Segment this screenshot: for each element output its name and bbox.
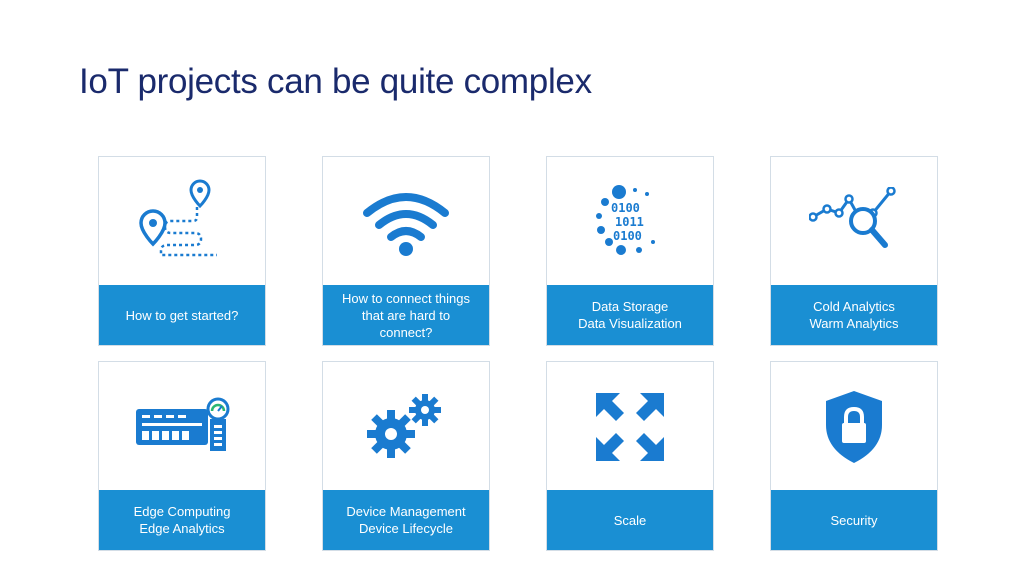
card-icon-area: [771, 157, 937, 287]
binary-row: 1011: [615, 215, 644, 229]
map-route-icon: [139, 179, 217, 257]
card-security: Security: [770, 361, 938, 551]
card-label-line: Edge Computing: [133, 504, 231, 519]
analytics-search-icon: [809, 187, 896, 248]
card-label-line: Device Management: [346, 504, 466, 519]
card-label-line: Device Lifecycle: [359, 521, 453, 536]
card-label-line: Scale: [613, 512, 647, 528]
card-label-line: Edge Analytics: [139, 521, 225, 536]
card-label-line: that are hard to: [361, 307, 451, 323]
scale-arrows-icon: [596, 393, 664, 461]
card-icon-area: [771, 362, 937, 492]
wifi-icon: [363, 193, 449, 256]
card-get-started: How to get started?: [98, 156, 266, 346]
card-label: How to get started?: [99, 285, 265, 345]
card-icon-area: 0100 1011 0100: [547, 157, 713, 287]
shield-lock-icon: [826, 391, 882, 463]
card-label-line: Cold Analytics: [813, 299, 895, 314]
card-analytics: Cold Analytics Warm Analytics: [770, 156, 938, 346]
card-label-line: How to get started?: [125, 307, 239, 323]
card-label: Edge Computing Edge Analytics: [99, 490, 265, 550]
card-label-line: How to connect things: [342, 290, 470, 306]
binary-row: 0100: [613, 229, 642, 243]
card-data-storage: 0100 1011 0100 Data Storage Data Visuali…: [546, 156, 714, 346]
binary-row: 0100: [611, 201, 640, 215]
card-icon-area: [99, 362, 265, 492]
card-label: Security: [771, 490, 937, 550]
card-device-management: Device Management Device Lifecycle: [322, 361, 490, 551]
card-label: How to connect things that are hard to c…: [323, 285, 489, 345]
card-label-line: Warm Analytics: [809, 316, 899, 331]
card-icon-area: [323, 362, 489, 492]
card-label: Data Storage Data Visualization: [547, 285, 713, 345]
card-scale: Scale: [546, 361, 714, 551]
card-label-line: Security: [830, 512, 878, 528]
card-edge-computing: Edge Computing Edge Analytics: [98, 361, 266, 551]
card-label: Cold Analytics Warm Analytics: [771, 285, 937, 345]
card-connect-things: How to connect things that are hard to c…: [322, 156, 490, 346]
card-icon-area: [99, 157, 265, 287]
card-icon-area: [547, 362, 713, 492]
card-label-line: connect?: [379, 324, 433, 340]
page-title: IoT projects can be quite complex: [79, 62, 592, 101]
card-label: Device Management Device Lifecycle: [323, 490, 489, 550]
card-label: Scale: [547, 490, 713, 550]
edge-device-icon: [136, 397, 230, 451]
card-icon-area: [323, 157, 489, 287]
gears-icon: [367, 394, 441, 458]
binary-data-icon: 0100 1011 0100: [596, 185, 655, 255]
card-label-line: Data Visualization: [578, 316, 682, 331]
card-label-line: Data Storage: [591, 299, 669, 314]
